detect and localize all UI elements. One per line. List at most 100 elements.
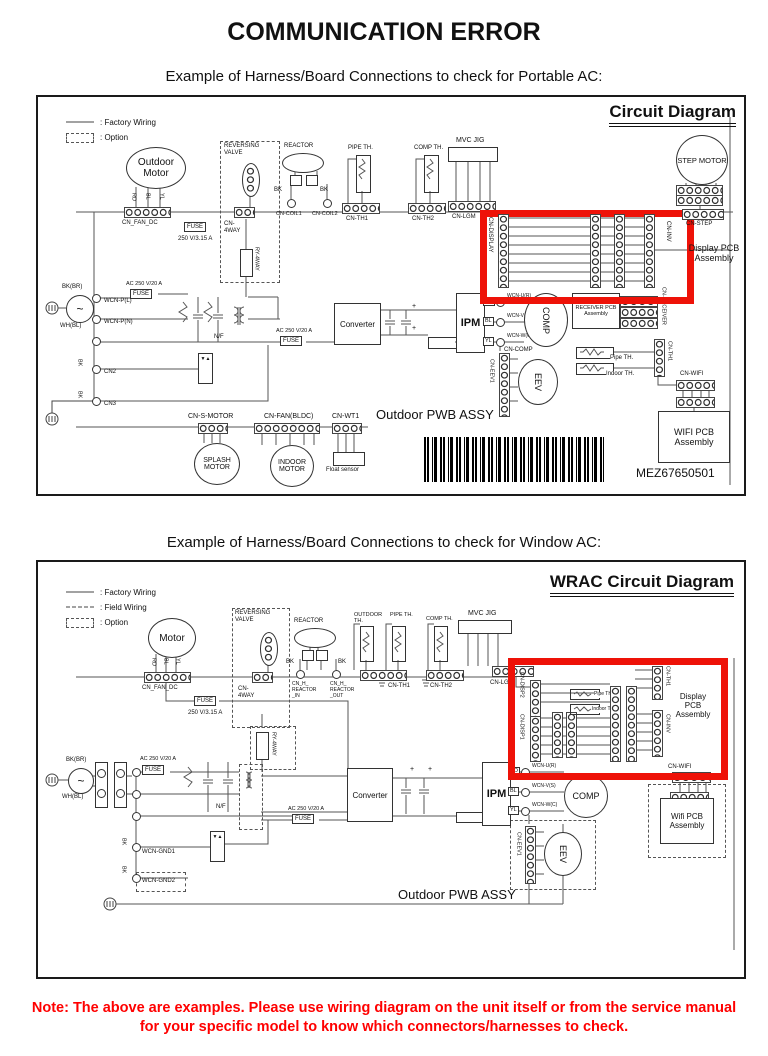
harness-connector: [552, 712, 563, 758]
ac-source-icon: ~: [66, 295, 94, 323]
reversing-valve-label: REVERSING VALVE: [235, 610, 271, 623]
cn-h-reactor-out-label: CN_H_ REACTOR _OUT: [330, 681, 355, 699]
window-wiring-layer: [45, 623, 735, 950]
cn-lgm-label: CN-LGM: [452, 214, 476, 220]
wcn-wc-pin: [496, 338, 505, 347]
cn-th2-label: CN-TH2: [412, 216, 434, 222]
cn-fan-bldc-label: CN-FAN(BLDC): [264, 413, 314, 420]
cn-4way-label: CN-4WAY: [224, 221, 241, 234]
cn-th2-connector: [408, 203, 446, 214]
cn-inv-connector: [652, 710, 663, 757]
cn-receiver-label: CN-RECEIVER: [660, 287, 667, 325]
cn-inv-label: CN-INV: [664, 714, 671, 733]
legend-field-wiring: : Field Wiring: [100, 603, 147, 612]
capacitor-plus-label: +: [428, 766, 433, 773]
receiver-connector: [620, 307, 658, 318]
wcn-vs-pin: [496, 318, 505, 327]
legend-option-box-icon: [66, 133, 94, 143]
cn2-label: CN2: [104, 369, 117, 375]
diode-icon: ▼▲: [210, 831, 225, 862]
wcn-ur-label: WCN-U(R): [532, 763, 557, 770]
cn-disp1-connector: [530, 716, 541, 762]
ry-4way-relay: [256, 732, 269, 760]
pipe-th-sensor-icon: [576, 347, 614, 359]
reactor-terminal-icon: [316, 650, 328, 661]
outdoor-pwb-label: Outdoor PWB ASSY: [376, 407, 494, 422]
pipe-th-sensor-icon: [356, 155, 371, 193]
wire-bk-label: BK: [120, 838, 127, 846]
cn-wt1-label: CN-WT1: [332, 413, 360, 420]
reversing-valve-box: [220, 141, 280, 283]
float-sensor-box: [333, 452, 365, 466]
ry-4way-label: RY-4WAY: [253, 247, 260, 271]
mvc-jig-box: [448, 147, 498, 162]
step-motor: STEP MOTOR: [676, 135, 728, 185]
bk-br-label: BK(BR): [66, 757, 87, 763]
window-caption: Example of Harness/Board Connections to …: [166, 534, 602, 551]
wcn-vs-label: WCN-V(S): [532, 783, 556, 790]
wifi-option-box: [648, 784, 726, 858]
cn2-pin: [92, 365, 101, 374]
cn-coil1-label: CN-COIL1: [276, 211, 302, 217]
outdoor-pwb-label: Outdoor PWB ASSY: [398, 887, 516, 902]
ground-icon: [45, 301, 94, 426]
barcode: [424, 437, 604, 482]
reactor-label: REACTOR: [294, 618, 324, 624]
fuse-1-rating: 250 V/3.15 A: [188, 710, 223, 716]
cn-coil2-connector: [323, 199, 332, 208]
cn-disp2-label: CN-DISP2: [518, 672, 525, 698]
capacitor-plus-label: +: [412, 303, 417, 310]
splash-motor: SPLASH MOTOR: [194, 443, 240, 485]
reactor-terminal-icon: [306, 175, 318, 186]
fuse-1: FUSE: [184, 222, 207, 233]
capacitor-plus-label: +: [410, 766, 415, 773]
noise-filter-box: [239, 764, 263, 830]
legend-option: : Option: [100, 133, 129, 142]
legend-lines-icon: [66, 591, 94, 608]
cn3-label: CN3: [104, 401, 117, 407]
resistor-box-icon: [428, 337, 457, 349]
pipe-th-label: PIPE TH.: [390, 612, 413, 618]
wifi-pcb-box: WIFI PCB Assembly: [658, 411, 730, 463]
cn-eev1-connector: [499, 353, 510, 417]
wire-yl-tag: YL: [483, 337, 494, 347]
outdoor-th-label: OUTDOOR TH.: [354, 612, 383, 625]
note-line2: for your specific model to know which co…: [139, 1019, 629, 1035]
cn-eev1-label: CN-EEV1: [515, 832, 522, 856]
cn-coil2-label: CN-COIL2: [312, 211, 338, 217]
capacitor-plus-label: +: [412, 325, 417, 332]
mvc-jig-label: MVC JIG: [468, 610, 497, 617]
ry-4way-option-box: [250, 726, 296, 770]
page-title: COMMUNICATION ERROR: [227, 18, 541, 46]
cn-h-reactor-in-label: CN_H_ REACTOR _IN: [292, 681, 317, 699]
wire-bk-label: BK: [286, 659, 295, 665]
cn-wifi-connector: [676, 380, 715, 391]
cn-fan-dc-label: CN_FAN_DC: [142, 685, 178, 691]
cn-fan-dc-connector: [124, 207, 171, 218]
step-motor-connector: [676, 195, 723, 206]
cn-4way-connector: [252, 672, 273, 683]
wire-bk-label: BK: [274, 187, 283, 193]
highlight-box-window: [508, 658, 728, 780]
harness-connector: [614, 214, 625, 288]
cn-th1-connector: [342, 203, 380, 214]
wire-rd-label: RD: [130, 193, 137, 201]
part-number: MEZ67650501: [636, 466, 715, 480]
wire-rd-label: RD: [150, 658, 157, 666]
harness-connector: [626, 686, 637, 762]
cn-lgm-connector: [448, 201, 496, 212]
wire-yl-tag: YL: [508, 806, 519, 816]
fan-motor: Motor: [148, 618, 196, 658]
resistor-box-icon: [456, 812, 484, 823]
cn-wifi-label: CN-WIFI: [668, 764, 692, 771]
harness-connector: [566, 712, 577, 758]
wifi-board-connector: [676, 397, 715, 408]
wire-bk-label: BK: [338, 659, 347, 665]
wire-bk-label: BK: [320, 187, 329, 193]
wire-bk-label: BK: [120, 866, 127, 874]
cn-disp2-connector: [530, 680, 541, 718]
pipe-th-small-label: Pipe TH.: [594, 691, 614, 698]
cn-th1-label: CN-TH1: [388, 683, 410, 689]
wcn-gnd2-label: WCN-GND2: [142, 878, 175, 884]
fuse-main: FUSE: [142, 765, 165, 776]
